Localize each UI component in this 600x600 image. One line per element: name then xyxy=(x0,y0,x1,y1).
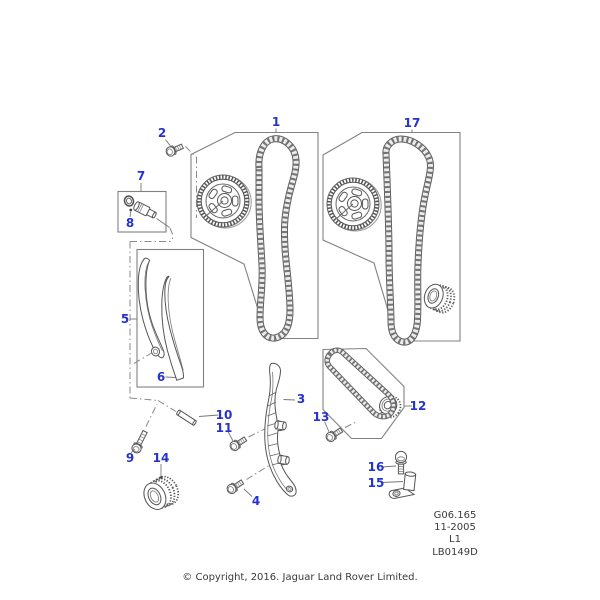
callout-7: 7 xyxy=(136,169,146,183)
info-line-frame: G06.165 xyxy=(433,510,477,521)
box-item-7 xyxy=(117,190,167,233)
info-line-variant: L1 xyxy=(449,534,461,546)
info-box: G06.165 11-2005 L1 LB0149D xyxy=(405,510,505,559)
part-17-camshaft-sprocket xyxy=(325,176,384,233)
copyright-text: © Copyright, 2016. Jaguar Land Rover Lim… xyxy=(182,572,418,583)
part-8-o-ring xyxy=(123,195,135,212)
part-2-bolt xyxy=(164,141,185,159)
callout-3: 3 xyxy=(296,392,306,406)
callout-15: 15 xyxy=(367,476,385,490)
part-5-chain-guide xyxy=(137,257,165,359)
callout-1: 1 xyxy=(271,115,281,129)
part-17-crankshaft-gear xyxy=(423,283,456,314)
info-line-drawing: LB0149D xyxy=(432,546,478,558)
part-17-timing-chain xyxy=(382,135,434,346)
callout-17: 17 xyxy=(403,116,421,130)
box-item-5 xyxy=(136,248,205,388)
part-15-mount-component xyxy=(388,471,417,499)
callout-5: 5 xyxy=(120,312,130,326)
part-10-dowel-pin xyxy=(176,409,197,426)
callout-2: 2 xyxy=(157,126,167,140)
callout-10: 10 xyxy=(215,408,233,422)
callout-14: 14 xyxy=(152,451,170,465)
assembly-axis-lines xyxy=(129,146,356,480)
callout-4: 4 xyxy=(251,494,261,508)
part-1-timing-chain xyxy=(255,135,300,342)
part-16-bolt xyxy=(394,450,408,475)
box-item-12 xyxy=(322,347,405,440)
part-3-tensioner-arm xyxy=(264,362,297,497)
tensioner-pivot-boss-upper xyxy=(274,420,287,431)
part-14-crankshaft-gear xyxy=(143,475,180,510)
callout-6: 6 xyxy=(156,370,166,384)
callout-8: 8 xyxy=(125,216,135,230)
box-item-17 xyxy=(322,131,461,342)
part-6-chain-guide xyxy=(161,275,184,381)
part-1-camshaft-sprocket xyxy=(195,173,253,230)
callout-leader-lines xyxy=(129,128,413,497)
tensioner-pivot-boss-lower xyxy=(277,454,290,466)
callout-9: 9 xyxy=(125,451,135,465)
info-line-date: 11-2005 xyxy=(434,522,476,534)
part-7-tensioner-plunger xyxy=(133,201,170,228)
box-item-1 xyxy=(190,131,319,340)
callout-11: 11 xyxy=(215,421,233,435)
callout-12: 12 xyxy=(409,399,427,413)
callout-13: 13 xyxy=(312,410,330,424)
callout-16: 16 xyxy=(367,460,385,474)
part-4-bolt xyxy=(224,477,246,496)
part-12-chain xyxy=(324,347,397,420)
